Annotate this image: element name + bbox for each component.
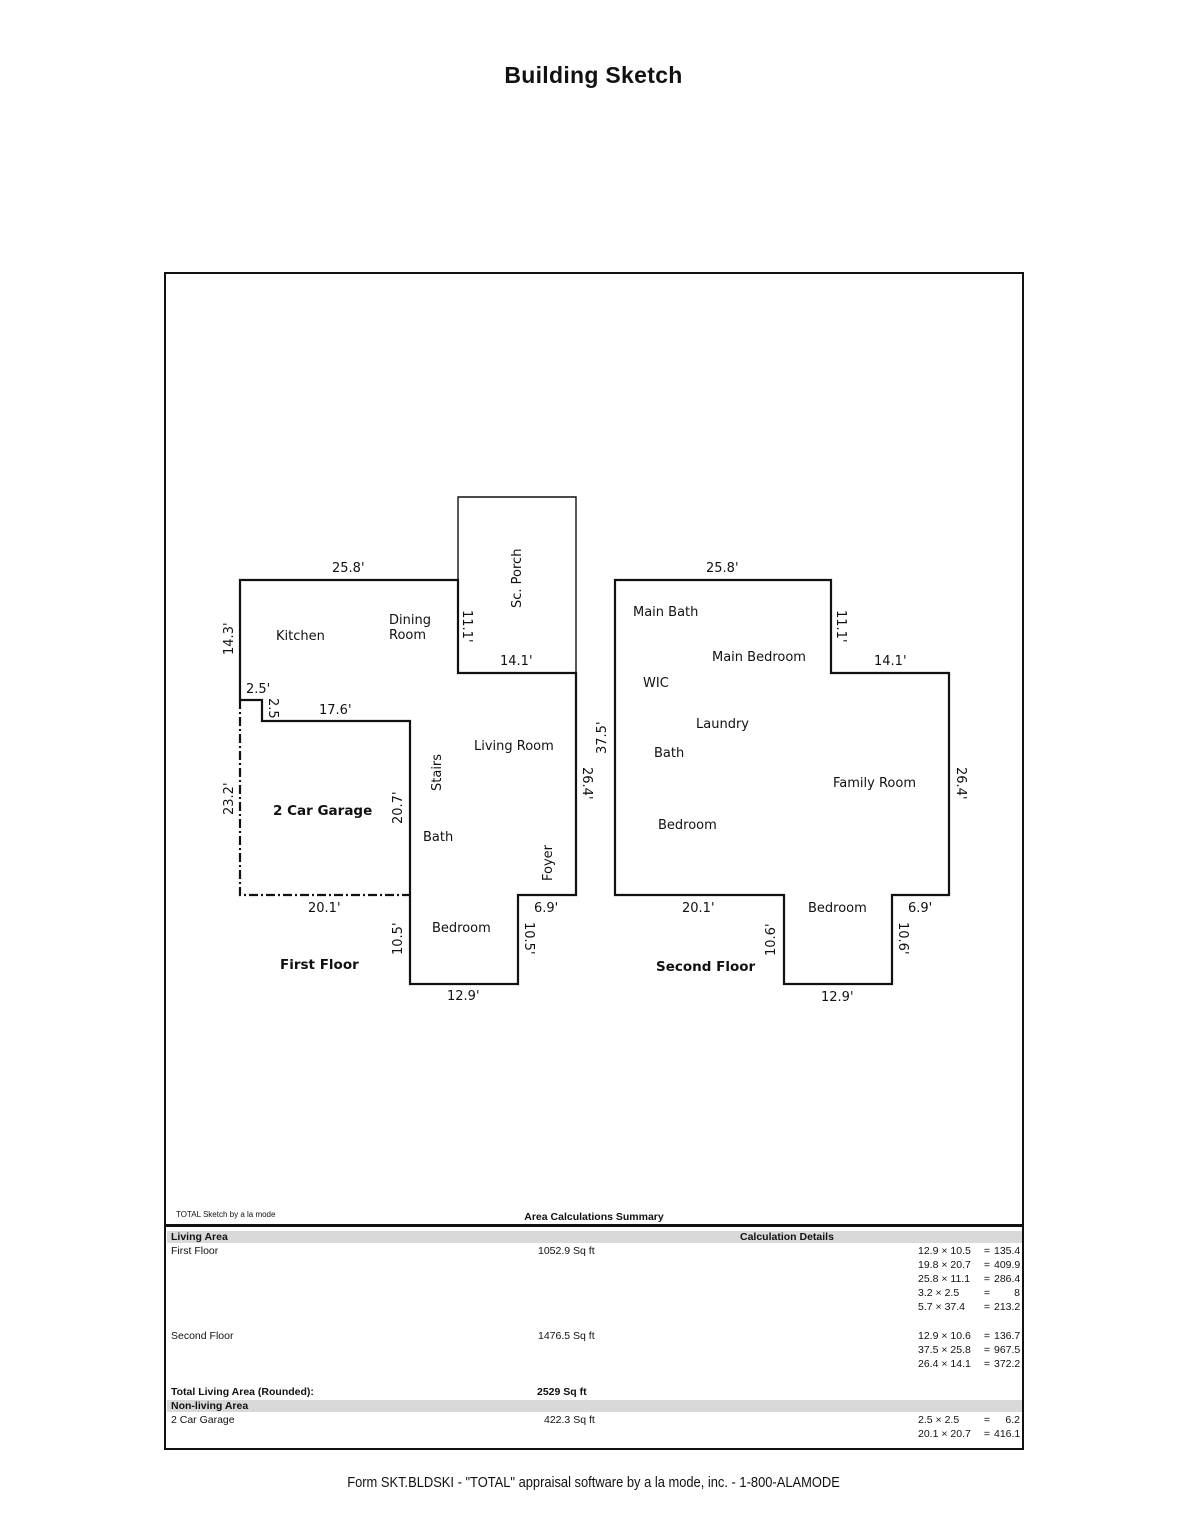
dim-second-step: 14.1' — [874, 654, 907, 669]
dim-first-porch-bottom: 14.1' — [500, 654, 533, 669]
calc-details-header: Calculation Details — [740, 1231, 834, 1243]
calc-row: 5.7 × 37.4=213.2 — [918, 1301, 1021, 1313]
dim-second-bed-right: 10.6' — [895, 922, 910, 955]
room-bedroom-first: Bedroom — [432, 921, 491, 936]
dim-first-right: 26.4' — [579, 767, 594, 800]
room-main-bath: Main Bath — [633, 605, 698, 620]
dim-second-bottom-left: 20.1' — [682, 901, 715, 916]
room-garage: 2 Car Garage — [273, 803, 372, 819]
first-floor-area: 1052.9 Sq ft — [538, 1245, 595, 1257]
room-kitchen: Kitchen — [276, 629, 325, 644]
calc-row: 37.5 × 25.8=967.5 — [918, 1344, 1021, 1356]
room-wic: WIC — [643, 676, 669, 691]
second-floor-outline — [613, 578, 951, 986]
page-title: Building Sketch — [504, 62, 683, 88]
dim-first-notch-v: 2.5 — [265, 698, 280, 719]
calc-row: 12.9 × 10.6=136.7 — [918, 1330, 1021, 1342]
dim-second-bottom-right: 6.9' — [908, 901, 932, 916]
room-main-bedroom: Main Bedroom — [712, 650, 806, 665]
dim-first-garage-bottom: 20.1' — [308, 901, 341, 916]
total-living-value: 2529 Sq ft — [537, 1386, 587, 1398]
room-stairs: Stairs — [430, 754, 445, 791]
dim-second-upper-right: 11.1' — [833, 610, 848, 643]
sketch-frame — [164, 272, 1024, 1450]
dim-first-left: 14.3' — [222, 622, 237, 655]
dim-first-top: 25.8' — [332, 561, 365, 576]
form-footer: Form SKT.BLDSKI - "TOTAL" appraisal soft… — [347, 1474, 840, 1491]
room-bedroom-second-b: Bedroom — [808, 901, 867, 916]
first-floor-label: First Floor — [280, 957, 359, 973]
calc-row: 19.8 × 20.7=409.9 — [918, 1259, 1021, 1271]
dim-second-right: 26.4' — [953, 767, 968, 800]
dim-second-top: 25.8' — [706, 561, 739, 576]
second-floor-area: 1476.5 Sq ft — [538, 1330, 595, 1342]
second-floor-calcs: 12.9 × 10.6=136.7 37.5 × 25.8=967.5 26.4… — [918, 1329, 1020, 1371]
summary-title: Area Calculations Summary — [524, 1211, 664, 1223]
dim-second-bed-bottom: 12.9' — [821, 990, 854, 1005]
living-area-header: Living Area — [171, 1231, 228, 1243]
dim-between-floors: 37.5' — [595, 721, 610, 754]
living-area-band — [167, 1231, 1022, 1243]
room-bedroom-second-a: Bedroom — [658, 818, 717, 833]
dim-second-bed-left: 10.6' — [764, 923, 779, 956]
room-foyer: Foyer — [541, 844, 556, 881]
nonliving-area-band — [167, 1400, 1022, 1412]
room-dining-line1: Dining — [389, 613, 431, 628]
sketch-credit: TOTAL Sketch by a la mode — [176, 1210, 276, 1219]
room-living: Living Room — [474, 739, 554, 754]
dim-first-garage-left: 23.2' — [222, 782, 237, 815]
first-floor-name: First Floor — [171, 1245, 219, 1257]
room-bath-first: Bath — [423, 830, 453, 845]
dim-first-bed-bottom: 12.9' — [447, 989, 480, 1004]
first-floor-calcs: 12.9 × 10.5=135.4 19.8 × 20.7=409.9 25.8… — [918, 1244, 1020, 1314]
dim-first-notch-h: 2.5' — [246, 682, 270, 697]
calc-row: 25.8 × 11.1=286.4 — [918, 1273, 1021, 1285]
calc-row: 26.4 × 14.1=372.2 — [918, 1358, 1021, 1370]
garage-dashed-outline — [238, 700, 410, 897]
dim-first-bed-right: 10.5' — [521, 922, 536, 955]
dim-first-porch-left: 11.1' — [459, 610, 474, 643]
calc-row: 3.2 × 2.5=8 — [918, 1287, 1020, 1299]
garage-name: 2 Car Garage — [171, 1414, 235, 1426]
garage-area: 422.3 Sq ft — [544, 1414, 595, 1426]
summary-divider — [165, 1224, 1023, 1227]
dim-first-foyer-step: 6.9' — [534, 901, 558, 916]
total-living-label: Total Living Area (Rounded): — [171, 1386, 314, 1398]
screened-porch-outline — [457, 496, 577, 673]
dim-first-bed-left: 10.5' — [391, 922, 406, 955]
dim-first-garage-right: 20.7' — [391, 791, 406, 824]
second-floor-label: Second Floor — [656, 959, 756, 975]
room-bath-second: Bath — [654, 746, 684, 761]
room-family: Family Room — [833, 776, 916, 791]
room-laundry: Laundry — [696, 717, 749, 732]
calc-row: 20.1 × 20.7=416.1 — [918, 1428, 1021, 1440]
garage-calcs: 2.5 × 2.5=6.2 20.1 × 20.7=416.1 — [918, 1413, 1020, 1441]
nonliving-area-header: Non-living Area — [171, 1400, 249, 1412]
room-screened-porch: Sc. Porch — [510, 549, 525, 608]
room-dining-line2: Room — [389, 628, 426, 643]
calc-row: 2.5 × 2.5=6.2 — [918, 1414, 1020, 1426]
second-floor-name: Second Floor — [171, 1330, 234, 1342]
dim-first-garage-top: 17.6' — [319, 703, 352, 718]
calc-row: 12.9 × 10.5=135.4 — [918, 1245, 1021, 1257]
